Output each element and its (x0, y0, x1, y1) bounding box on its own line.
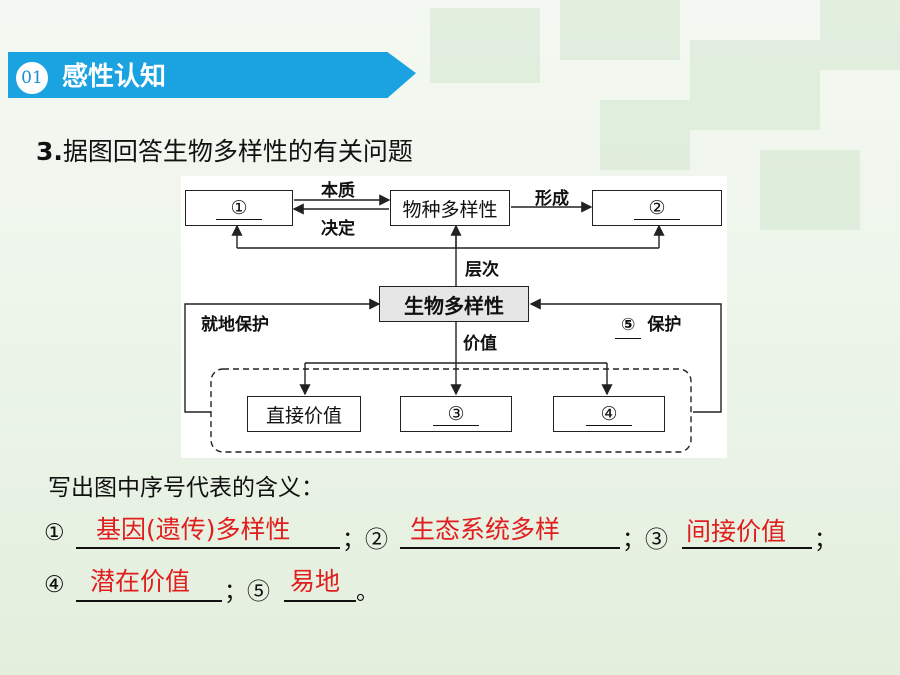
concept-diagram: ① 物种多样性 ② 生物多样性 直接价值 ③ ④ 本质 决定 形成 层次 价值 … (181, 176, 727, 458)
answer-number-3: ；③ (622, 527, 668, 553)
answer-blank-5[interactable] (284, 600, 356, 602)
answer-text-4: 潜在价值 (90, 567, 191, 596)
box-number-1: ① (216, 197, 262, 220)
answer-blank-4[interactable] (76, 600, 222, 602)
answer-text-2: 生态系统多样 (410, 515, 561, 544)
question-number: 3. (36, 137, 63, 166)
question-text: 据图回答生物多样性的有关问题 (62, 137, 413, 166)
box-number-4: ④ (586, 403, 632, 426)
arrow-insitu (184, 298, 381, 413)
background-tile (820, 0, 900, 70)
answer-number-1: ① (44, 520, 65, 546)
answer-blank-1[interactable] (76, 547, 340, 549)
box-biodiversity: 生物多样性 (379, 286, 529, 322)
answer-number-5: ；⑤ (224, 579, 270, 605)
box-gene-diversity: ① (185, 190, 293, 226)
answer-end-3: ； (814, 527, 837, 553)
box-number-2: ② (634, 197, 680, 220)
background-tile (430, 8, 540, 83)
fill-prompt: 写出图中序号代表的含义： (48, 475, 324, 501)
arrow-exsitu (529, 298, 722, 413)
background-tile (760, 150, 860, 230)
section-banner (8, 52, 416, 98)
answer-end-5: 。 (356, 579, 379, 605)
answer-blank-3[interactable] (682, 547, 812, 549)
answer-text-1: 基因(遗传)多样性 (96, 515, 291, 544)
direct-value-label: 直接价值 (265, 404, 342, 427)
answer-number-4: ④ (44, 572, 65, 598)
background-tile (690, 40, 820, 130)
label-decide: 决定 (321, 219, 355, 239)
label-level: 层次 (465, 260, 499, 280)
box-species-diversity: 物种多样性 (390, 190, 510, 226)
label-exsitu: ⑤ 保护 (615, 310, 681, 339)
background-tile (600, 100, 690, 170)
answer-blank-2[interactable] (400, 547, 620, 549)
section-number-badge: 01 (14, 60, 50, 96)
label-value: 价值 (463, 334, 497, 354)
box-number-3: ③ (433, 403, 479, 426)
question-title: 3.据图回答生物多样性的有关问题 (36, 132, 413, 168)
section-title: 感性认知 (62, 62, 167, 92)
species-diversity-label: 物种多样性 (402, 198, 498, 221)
label-exsitu-text: 保护 (647, 315, 682, 335)
label-insitu: 就地保护 (201, 315, 269, 335)
label-essence: 本质 (321, 181, 355, 201)
box-potential-value: ④ (553, 396, 665, 432)
diagram-connectors (184, 194, 722, 453)
box-ecosystem-diversity: ② (592, 190, 722, 226)
values-group-dashed (210, 368, 692, 453)
answer-text-5: 易地 (290, 567, 341, 596)
label-form: 形成 (535, 189, 569, 209)
box-indirect-value: ③ (400, 396, 512, 432)
answer-number-2: ；② (342, 527, 388, 553)
answer-text-3: 间接价值 (686, 517, 787, 546)
biodiversity-label: 生物多样性 (404, 293, 504, 318)
background-tile (560, 0, 680, 60)
box-direct-value: 直接价值 (247, 396, 361, 432)
label-exsitu-number: ⑤ (615, 312, 642, 339)
